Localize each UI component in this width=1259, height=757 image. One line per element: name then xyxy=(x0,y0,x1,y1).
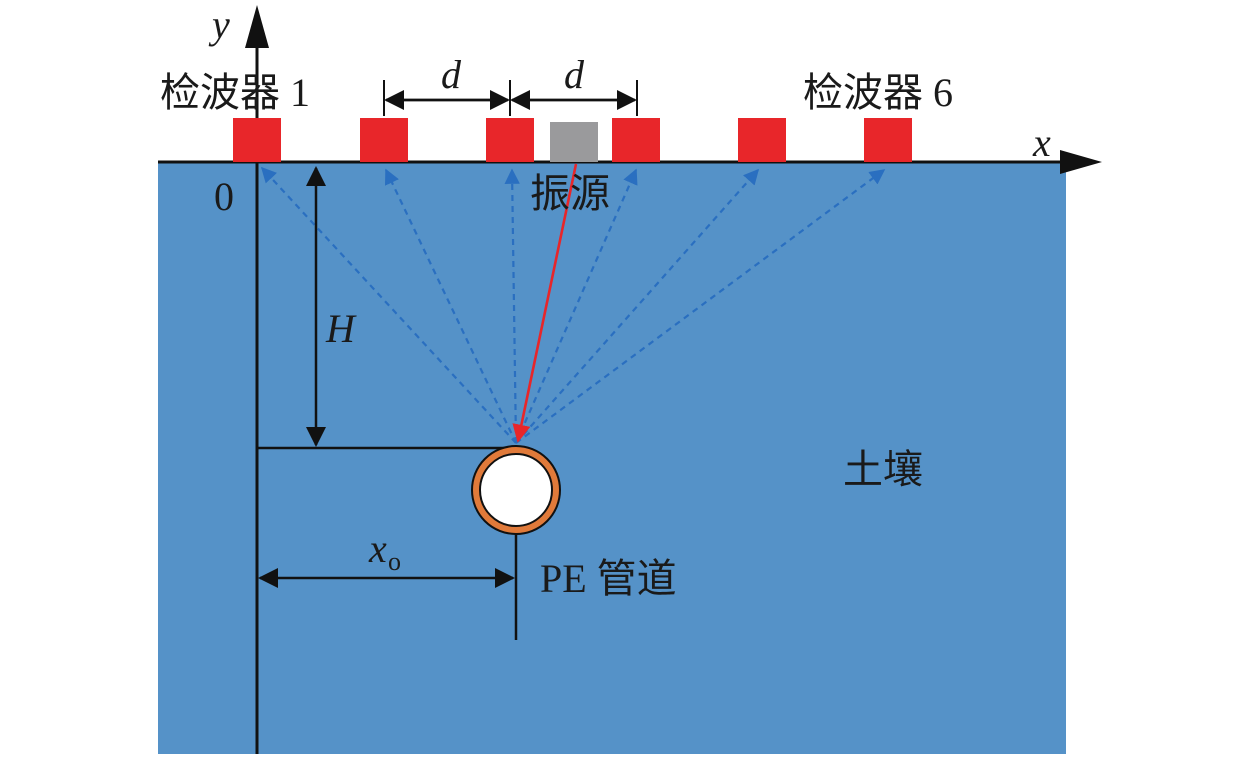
geophone-6 xyxy=(864,118,912,162)
offset-label-subscript: o xyxy=(388,547,401,576)
soil-label: 土壤 xyxy=(843,447,923,492)
reflected-ray-5 xyxy=(515,168,760,444)
geophone-2 xyxy=(360,118,408,162)
reflected-ray-3 xyxy=(504,168,520,444)
spacing-label-2: d xyxy=(564,52,585,97)
pe-pipe-inner xyxy=(479,453,553,527)
geophone-1 xyxy=(233,118,281,162)
x-axis-arrowhead xyxy=(1060,150,1102,174)
depth-label: H xyxy=(325,306,357,351)
y-axis-label: y xyxy=(208,2,230,47)
source-label: 振源 xyxy=(530,171,610,216)
geophone-4 xyxy=(612,118,660,162)
offset-label: x xyxy=(368,526,387,571)
reflected-ray-1 xyxy=(260,166,517,444)
soil-region xyxy=(158,162,1066,754)
geophone-5 xyxy=(738,118,786,162)
geophone-3 xyxy=(486,118,534,162)
geophone-6-label: 检波器 6 xyxy=(803,70,953,115)
spacing-label-1: d xyxy=(441,52,462,97)
geophone-1-label: 检波器 1 xyxy=(160,70,310,115)
pipe-label: PE 管道 xyxy=(540,556,677,601)
origin-label: 0 xyxy=(214,174,234,219)
incident-ray xyxy=(512,163,578,443)
reflected-ray-4 xyxy=(514,168,638,444)
y-axis-arrowhead xyxy=(245,5,269,48)
vibration-source xyxy=(550,122,598,162)
x-axis-label: x xyxy=(1032,120,1051,165)
